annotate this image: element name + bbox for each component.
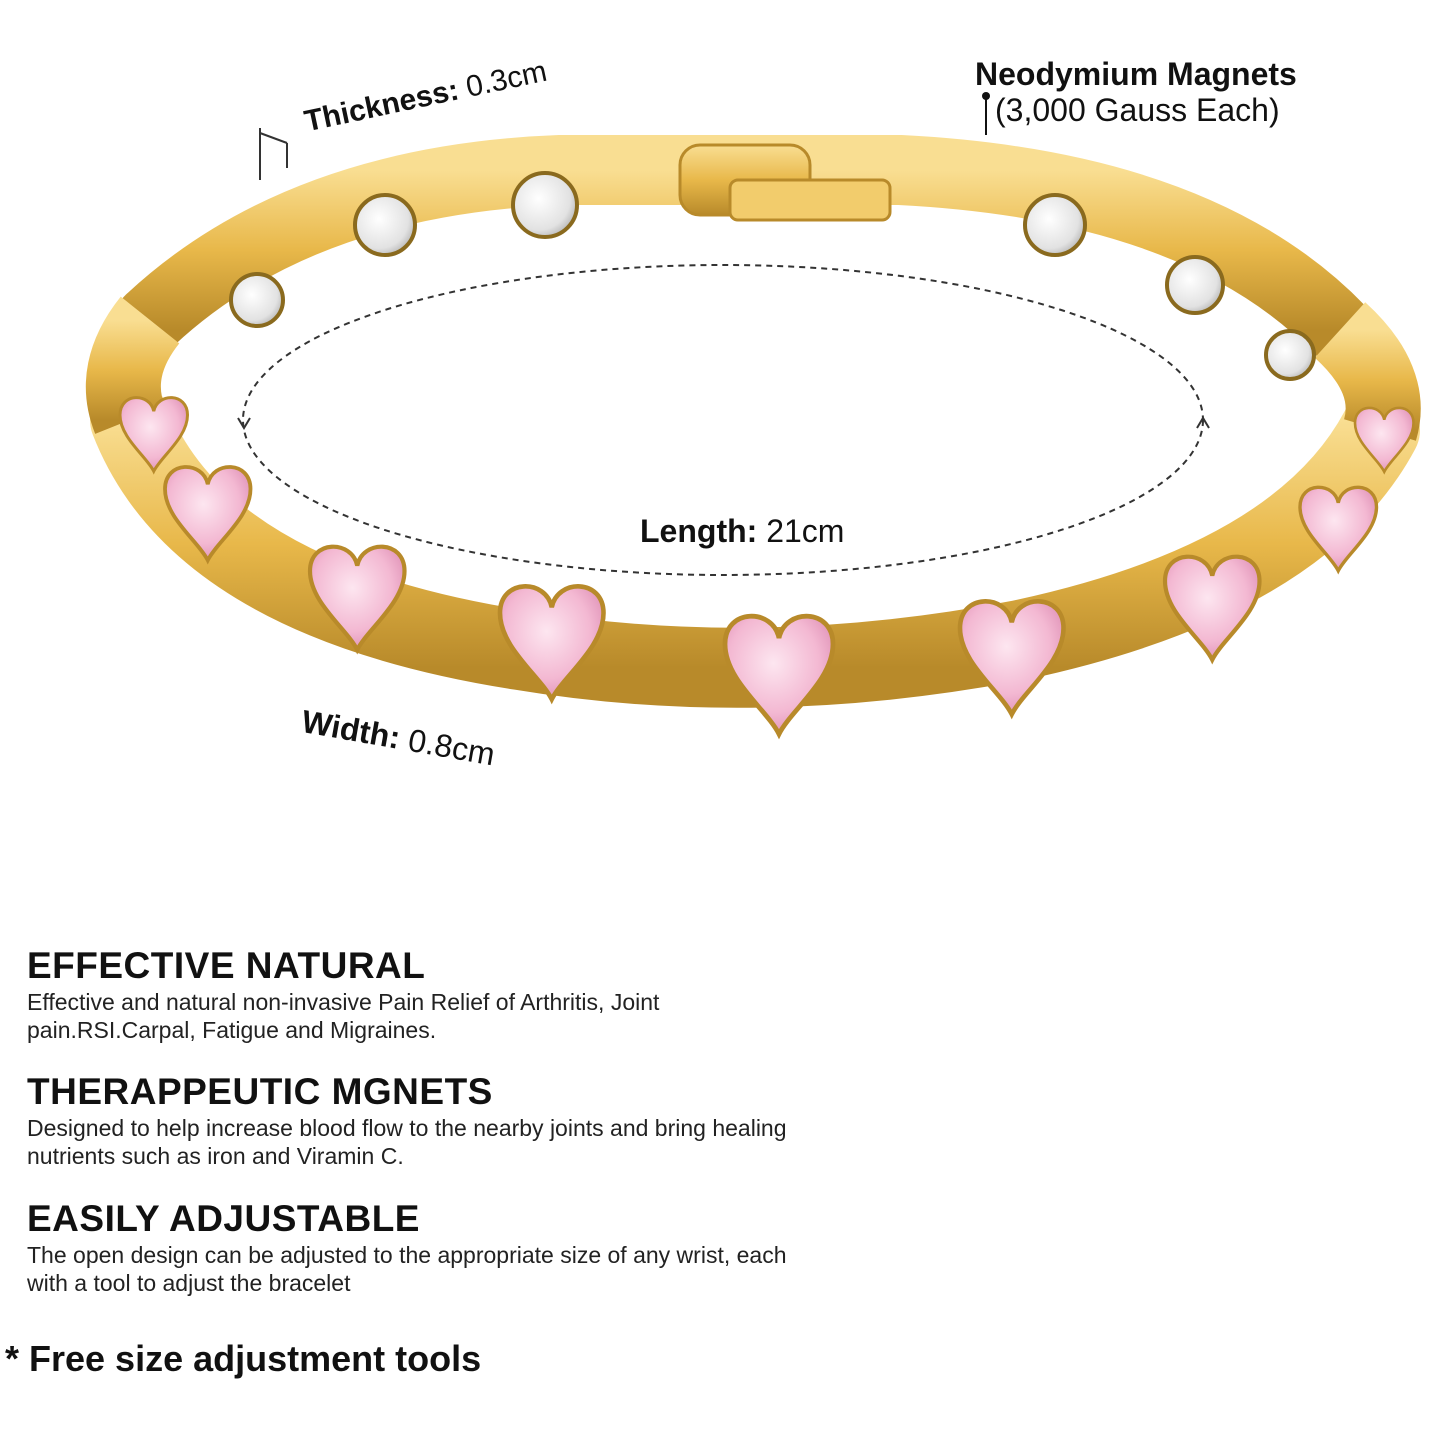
magnet-icon xyxy=(1264,329,1316,381)
feature-title: EASILY ADJUSTABLE xyxy=(27,1198,420,1239)
feature-description: The open design can be adjusted to the a… xyxy=(27,1242,787,1296)
heart-gem-icon xyxy=(1298,485,1379,575)
heart-gem-icon xyxy=(722,613,836,740)
bracelet-back-band xyxy=(115,135,1375,365)
footnote: * Free size adjustment tools xyxy=(5,1338,482,1379)
bracelet-illustration xyxy=(85,92,1421,740)
heart-gem-icon xyxy=(497,584,606,705)
heart-gem-icon xyxy=(118,396,190,475)
feature-description: Designed to help increase blood flow to … xyxy=(27,1115,787,1169)
feature-effective-natural: EFFECTIVE NATURAL Effective and natural … xyxy=(27,947,827,1044)
length-value: 21cm xyxy=(766,513,845,549)
heart-gem-icon xyxy=(957,599,1066,720)
length-arrow-left-icon xyxy=(237,417,251,430)
length-label: Length: 21cm xyxy=(640,515,844,547)
length-guide-ellipse xyxy=(242,264,1204,576)
magnet-subtitle: (3,000 Gauss Each) xyxy=(995,92,1280,129)
feature-title: THERAPPEUTIC MGNETS xyxy=(27,1071,493,1112)
length-label-name: Length: xyxy=(640,513,758,549)
heart-gems-group xyxy=(118,396,1415,740)
magnet-icon xyxy=(1165,255,1225,315)
heart-gem-icon xyxy=(1353,406,1415,475)
feature-description: Effective and natural non-invasive Pain … xyxy=(27,989,660,1043)
heart-gem-icon xyxy=(163,465,253,565)
magnet-icon xyxy=(229,272,285,328)
clasp-icon xyxy=(678,143,892,222)
magnet-icon xyxy=(511,171,579,239)
thickness-bracket-icon xyxy=(259,128,288,180)
feature-title: EFFECTIVE NATURAL xyxy=(27,945,426,986)
magnet-callout: Neodymium Magnets (3,000 Gauss Each) xyxy=(975,56,1297,129)
feature-easily-adjustable: EASILY ADJUSTABLE The open design can be… xyxy=(27,1200,827,1297)
heart-gem-icon xyxy=(1162,554,1262,665)
magnet-icon xyxy=(1023,193,1087,257)
magnet-icon xyxy=(353,193,417,257)
magnet-title: Neodymium Magnets xyxy=(975,56,1297,92)
magnet-pointer-icon xyxy=(982,92,990,135)
feature-therapeutic-magnets: THERAPPEUTIC MGNETS Designed to help inc… xyxy=(27,1073,827,1170)
heart-gem-icon xyxy=(307,544,407,655)
magnets-group xyxy=(229,171,1316,381)
length-arrow-right-icon xyxy=(1196,416,1210,429)
